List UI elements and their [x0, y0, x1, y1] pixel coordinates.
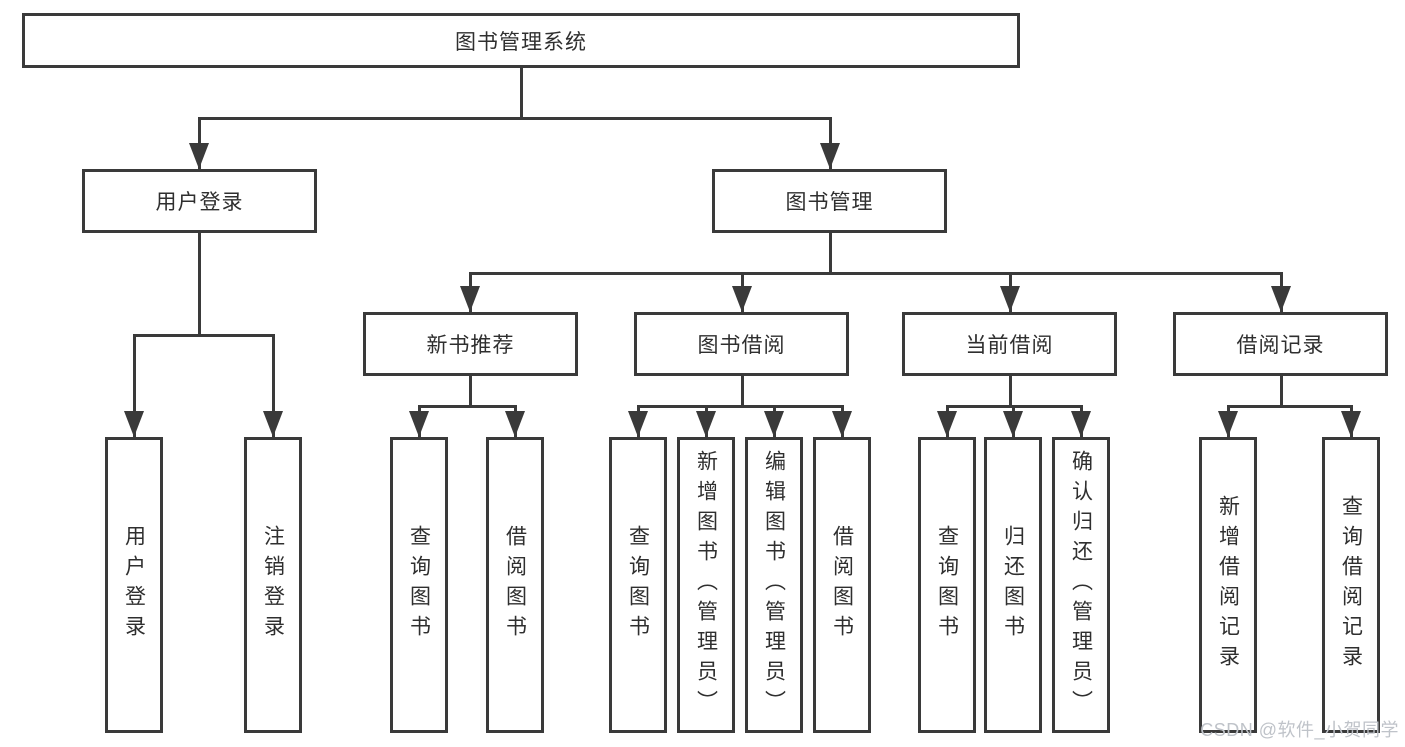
arrow-down-book-borrow — [732, 286, 752, 312]
node-label: 新书推荐 — [426, 334, 515, 357]
node-user-login-group: 用户登录 — [82, 169, 317, 233]
node-root-label: 图书管理系统 — [455, 30, 587, 54]
arrow-down — [628, 411, 648, 437]
node-label: 借阅图书 — [503, 525, 527, 645]
connector-book-management-branch — [468, 271, 1283, 275]
node-book-management: 图书管理 — [712, 169, 947, 233]
arrow-down-user-login — [124, 411, 144, 437]
node-borrow-books: 借阅图书 — [486, 437, 544, 733]
node-label: 图书管理 — [785, 191, 874, 214]
node-label: 用户登录 — [122, 525, 146, 645]
arrow-down-user-login-group — [189, 143, 209, 169]
connector-drop-logout — [271, 335, 275, 437]
node-return-books: 归还图书 — [984, 437, 1042, 733]
arrow-down — [764, 411, 784, 437]
node-label: 新增借阅记录 — [1216, 495, 1240, 675]
connector-root-branch — [197, 116, 832, 120]
node-label: 当前借阅 — [965, 334, 1054, 357]
arrow-down — [409, 411, 429, 437]
node-label: 图书借阅 — [697, 334, 786, 357]
arrow-down — [832, 411, 852, 437]
arrow-down — [1003, 411, 1023, 437]
node-book-borrow: 图书借阅 — [634, 312, 849, 376]
connector-drop-user-login — [132, 335, 136, 437]
arrow-down — [1071, 411, 1091, 437]
csdn-watermark: CSDN @软件_小贺同学 — [1200, 720, 1399, 740]
arrow-down — [1218, 411, 1238, 437]
connector-new-book-recommend-branch — [417, 404, 517, 408]
node-logout: 注销登录 — [244, 437, 302, 733]
connector-borrow-records-branch — [1226, 404, 1353, 408]
node-edit-books-admin: 编辑图书（管理员） — [745, 437, 803, 733]
node-label: 查询图书 — [935, 525, 959, 645]
node-query-books: 查询图书 — [609, 437, 667, 733]
arrow-down-book-management — [820, 143, 840, 169]
node-query-borrow-record: 查询借阅记录 — [1322, 437, 1380, 733]
node-label: 查询图书 — [407, 525, 431, 645]
connector-root-stem — [519, 68, 523, 118]
arrow-down — [696, 411, 716, 437]
connector-user-login-stem — [197, 233, 201, 335]
node-borrow-books: 借阅图书 — [813, 437, 871, 733]
node-label: 借阅记录 — [1236, 334, 1325, 357]
connector-new-book-recommend-stem — [468, 376, 472, 406]
connector-borrow-records-stem — [1279, 376, 1283, 406]
node-confirm-return-admin: 确认归还（管理员） — [1052, 437, 1110, 733]
node-add-borrow-record: 新增借阅记录 — [1199, 437, 1257, 733]
arrow-down-current-borrow — [1000, 286, 1020, 312]
node-label: 查询借阅记录 — [1339, 495, 1363, 675]
node-label: 用户登录 — [155, 191, 244, 214]
node-label: 注销登录 — [261, 525, 285, 645]
connector-book-management-stem — [828, 233, 832, 273]
node-new-book-recommend: 新书推荐 — [363, 312, 578, 376]
arrow-down-new-book-recommend — [460, 286, 480, 312]
node-label: 新增图书（管理员） — [694, 450, 718, 720]
arrow-down-borrow-records — [1271, 286, 1291, 312]
connector-current-borrow-stem — [1008, 376, 1012, 406]
node-add-books-admin: 新增图书（管理员） — [677, 437, 735, 733]
node-current-borrow: 当前借阅 — [902, 312, 1117, 376]
connector-user-login-branch — [132, 333, 275, 337]
node-query-books: 查询图书 — [390, 437, 448, 733]
arrow-down — [1341, 411, 1361, 437]
arrow-down — [937, 411, 957, 437]
node-query-books: 查询图书 — [918, 437, 976, 733]
connector-book-borrow-stem — [740, 376, 744, 406]
node-user-login-action: 用户登录 — [105, 437, 163, 733]
node-label: 查询图书 — [626, 525, 650, 645]
node-label: 编辑图书（管理员） — [762, 450, 786, 720]
node-label: 归还图书 — [1001, 525, 1025, 645]
node-label: 确认归还（管理员） — [1069, 450, 1093, 720]
node-root: 图书管理系统 — [22, 13, 1020, 68]
node-borrow-records: 借阅记录 — [1173, 312, 1388, 376]
node-label: 借阅图书 — [830, 525, 854, 645]
arrow-down — [505, 411, 525, 437]
arrow-down-logout — [263, 411, 283, 437]
connector-book-borrow-branch — [636, 404, 844, 408]
